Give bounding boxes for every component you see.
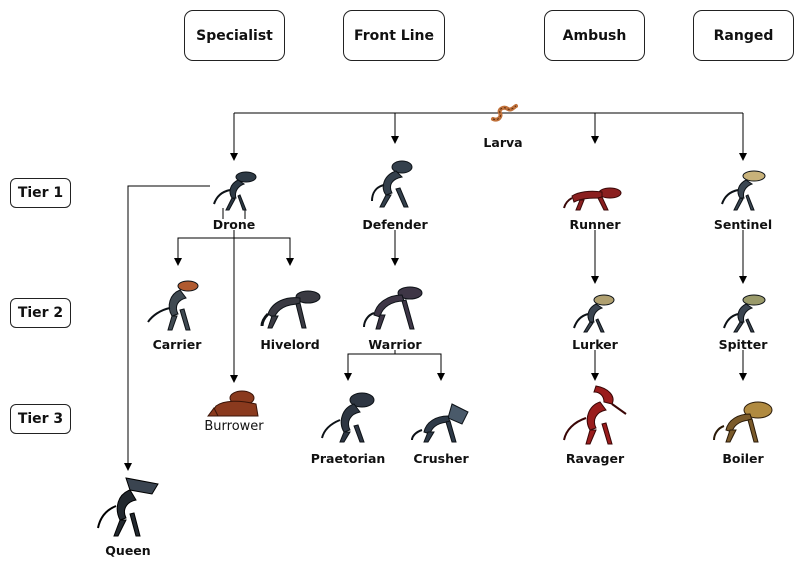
tier-2-label: Tier 2 bbox=[10, 298, 71, 328]
label-drone: Drone bbox=[212, 217, 256, 232]
label-burrower: Burrower bbox=[204, 419, 264, 434]
label-spitter: Spitter bbox=[718, 337, 768, 352]
defender-xeno-icon bbox=[371, 160, 413, 208]
wire-warrior-praetorian bbox=[344, 353, 395, 381]
lurker-xeno-icon bbox=[573, 294, 615, 333]
runner-xeno-icon bbox=[563, 187, 622, 211]
wire-drone-queen bbox=[124, 185, 210, 471]
label-runner: Runner bbox=[569, 217, 621, 232]
boiler-xeno-icon bbox=[713, 401, 773, 443]
queen-xeno-icon bbox=[97, 477, 159, 537]
label-queen: Queen bbox=[105, 543, 151, 558]
label-crusher: Crusher bbox=[413, 451, 469, 466]
burrower-xeno-icon bbox=[207, 390, 259, 417]
praetorian-xeno-icon bbox=[321, 392, 375, 443]
label-larva: Larva bbox=[483, 135, 523, 150]
label-lurker: Lurker bbox=[572, 337, 618, 352]
role-ambush: Ambush bbox=[544, 10, 645, 61]
wire-drone-carrier bbox=[174, 237, 234, 266]
larva-worm-icon bbox=[491, 104, 518, 122]
role-ranged: Ranged bbox=[693, 10, 794, 61]
sentinel-xeno-icon bbox=[721, 170, 766, 211]
warrior-xeno-icon bbox=[363, 286, 423, 330]
label-defender: Defender bbox=[362, 217, 428, 232]
spitter-xeno-icon bbox=[723, 294, 766, 333]
label-sentinel: Sentinel bbox=[713, 217, 773, 232]
carrier-xeno-icon bbox=[147, 280, 199, 331]
crusher-xeno-icon bbox=[411, 403, 469, 443]
label-hivelord: Hivelord bbox=[260, 337, 320, 352]
drone-xeno-icon bbox=[213, 171, 257, 211]
label-boiler: Boiler bbox=[722, 451, 764, 466]
role-front-line: Front Line bbox=[343, 10, 445, 61]
tier-3-label: Tier 3 bbox=[10, 404, 71, 434]
label-warrior: Warrior bbox=[368, 337, 422, 352]
role-specialist: Specialist bbox=[184, 10, 285, 61]
hivelord-xeno-icon bbox=[260, 290, 321, 329]
label-ravager: Ravager bbox=[565, 451, 625, 466]
label-praetorian: Praetorian bbox=[310, 451, 386, 466]
tier-1-label: Tier 1 bbox=[10, 178, 71, 208]
wire-drone-hivelord bbox=[234, 237, 294, 266]
wire-warrior-crusher bbox=[395, 353, 445, 381]
ravager-xeno-icon bbox=[563, 385, 627, 445]
label-carrier: Carrier bbox=[152, 337, 202, 352]
